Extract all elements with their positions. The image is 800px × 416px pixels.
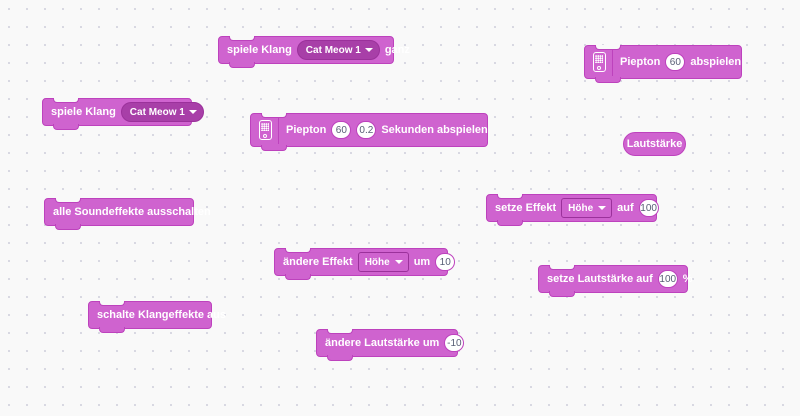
effect-dropdown[interactable]: Höhe (357, 252, 409, 272)
volume-change-input[interactable]: -10 (444, 334, 465, 352)
picoboard-icon (593, 48, 613, 76)
block-label: spiele Klang (227, 44, 292, 56)
volume-input[interactable]: 100 (657, 270, 678, 288)
block-label: schalte Klangeffekte aus (97, 309, 226, 321)
block-label: % (682, 273, 693, 285)
reporter-label: Lautstärke (626, 138, 683, 150)
dropdown-arrow-icon (364, 48, 373, 52)
block-label: auf (617, 202, 634, 214)
clear-effects-block[interactable]: schalte Klangeffekte aus (88, 301, 226, 333)
volume-reporter[interactable]: Lautstärke (623, 132, 686, 156)
stop-all-sounds-block[interactable]: alle Soundeffekte ausschalten (44, 198, 211, 230)
block-label: Sekunden abspielen (381, 124, 488, 136)
dropdown-arrow-icon (394, 260, 403, 264)
sound-dropdown[interactable]: Cat Meow 1 (120, 102, 204, 122)
play-tone-block[interactable]: Piepton 60 abspielen (584, 45, 742, 83)
duration-input[interactable]: 0.2 (356, 121, 377, 139)
block-label: Piepton (286, 124, 327, 136)
block-label: abspielen (690, 56, 742, 68)
dropdown-arrow-icon (598, 206, 607, 210)
dropdown-value: Cat Meow 1 (129, 106, 185, 118)
block-label: ändere Effekt (283, 256, 353, 268)
dropdown-value: Cat Meow 1 (305, 44, 361, 56)
block-label: alle Soundeffekte ausschalten (53, 206, 211, 218)
tone-input[interactable]: 60 (665, 53, 686, 71)
dropdown-value: Höhe (364, 256, 390, 268)
play-sound-until-done-block[interactable]: spiele Klang Cat Meow 1 ganz (218, 36, 410, 68)
change-effect-block[interactable]: ändere Effekt Höhe um 10 (274, 248, 456, 280)
effect-dropdown[interactable]: Höhe (561, 198, 613, 218)
block-label: setze Lautstärke auf (547, 273, 653, 285)
play-tone-seconds-block[interactable]: Piepton 60 0.2 Sekunden abspielen (250, 113, 488, 151)
block-label: ganz (384, 44, 410, 56)
effect-value-input[interactable]: 10 (435, 253, 456, 271)
change-volume-block[interactable]: ändere Lautstärke um -10 (316, 329, 465, 361)
dropdown-value: Höhe (568, 202, 594, 214)
effect-value-input[interactable]: 100 (638, 199, 659, 217)
sound-dropdown[interactable]: Cat Meow 1 (296, 40, 380, 60)
picoboard-icon (259, 116, 279, 144)
play-sound-block[interactable]: spiele Klang Cat Meow 1 (42, 98, 204, 130)
dropdown-arrow-icon (188, 110, 197, 114)
block-label: Piepton (620, 56, 661, 68)
tone-input[interactable]: 60 (331, 121, 352, 139)
block-label: spiele Klang (51, 106, 116, 118)
block-label: setze Effekt (495, 202, 557, 214)
block-label: um (413, 256, 431, 268)
block-label: ändere Lautstärke um (325, 337, 440, 349)
set-effect-block[interactable]: setze Effekt Höhe auf 100 (486, 194, 659, 226)
set-volume-block[interactable]: setze Lautstärke auf 100 % (538, 265, 693, 297)
